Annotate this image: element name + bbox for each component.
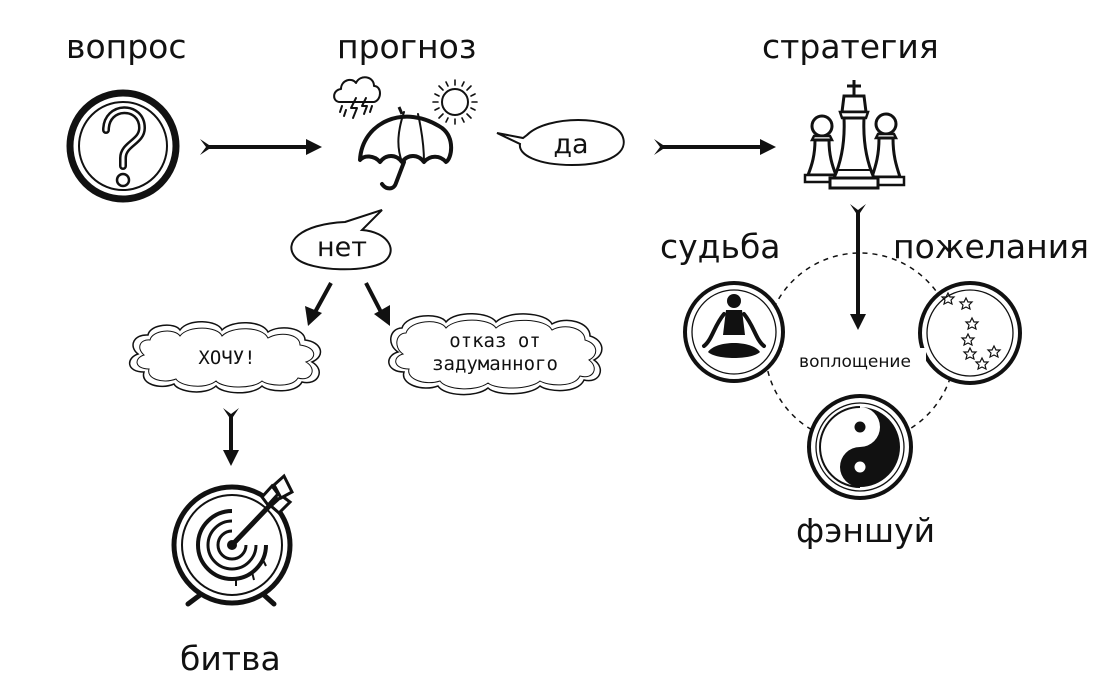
cloud-want: ХОЧУ! — [129, 321, 322, 394]
cloud-want-text: ХОЧУ! — [198, 347, 255, 369]
label-forecast: прогноз — [337, 27, 476, 66]
label-strategy: стратегия — [762, 27, 939, 66]
label-fate: судьба — [660, 227, 781, 266]
storm-cloud-icon — [333, 76, 381, 119]
cloud-refuse: отказ от задуманного — [388, 313, 603, 396]
cloud-refuse-text-line1: отказ от — [449, 330, 541, 352]
bubble-no: нет — [290, 209, 392, 271]
embodiment-label-bg — [782, 348, 926, 372]
label-question: вопрос — [66, 27, 187, 66]
sun-icon — [432, 79, 478, 125]
label-battle: битва — [180, 639, 281, 678]
arrow-strategy-to-embodiment — [850, 204, 866, 330]
bubble-yes-text: да — [553, 129, 588, 160]
arrow-question-to-forecast — [200, 139, 322, 155]
arrow-no-to-refuse — [364, 282, 390, 326]
bubble-no-text: нет — [317, 232, 367, 263]
arrow-no-to-want — [305, 282, 333, 326]
label-wishes: пожелания — [893, 227, 1089, 266]
label-embodiment: воплощение — [799, 352, 911, 372]
cloud-refuse-text-line2: задуманного — [432, 353, 558, 375]
arrow-forecast-to-strategy — [654, 139, 776, 155]
question-mark-icon — [66, 89, 180, 203]
umbrella-icon — [358, 106, 454, 191]
bubble-yes: да — [496, 119, 625, 167]
chess-pieces-icon — [803, 80, 906, 190]
target-arrow-icon — [171, 473, 294, 607]
arrow-want-to-battle — [223, 408, 239, 466]
label-fengshui: фэншуй — [796, 511, 935, 550]
constellation-icon — [918, 281, 1022, 385]
yin-yang-icon — [807, 394, 913, 500]
meditation-icon — [683, 281, 785, 383]
